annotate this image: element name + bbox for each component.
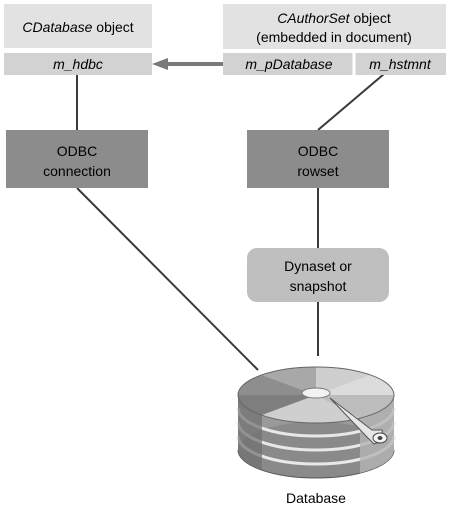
odbc-connection-box: ODBC connection [6,130,148,188]
cauthorset-object-box: CAuthorSet object (embedded in document)… [223,4,446,75]
dynaset-line2: snapshot [290,278,347,294]
cauthorset-title: CAuthorSet object [277,10,391,26]
dynaset-line1: Dynaset or [284,258,352,274]
cdatabase-member-hdbc: m_hdbc [53,56,103,72]
cauthorset-member-pdatabase: m_pDatabase [245,56,332,72]
connector-hstmnt-to-rowset [317,73,385,131]
cdatabase-title: CDatabase object [22,19,133,35]
dynaset-snapshot-box: Dynaset or snapshot [247,248,389,302]
cauthorset-subtitle: (embedded in document) [256,29,412,45]
odbc-rowset-line1: ODBC [298,143,338,159]
odbc-connection-line2: connection [43,163,111,179]
connector-connection-to-database [76,187,259,371]
odbc-rowset-line2: rowset [297,163,338,179]
odbc-rowset-box: ODBC rowset [247,130,389,188]
cdatabase-object-box: CDatabase object m_hdbc [4,4,152,75]
database-label: Database [286,490,346,506]
odbc-connection-line1: ODBC [57,143,97,159]
cauthorset-member-hstmnt: m_hstmnt [369,56,432,72]
database-disk-icon [236,366,396,479]
